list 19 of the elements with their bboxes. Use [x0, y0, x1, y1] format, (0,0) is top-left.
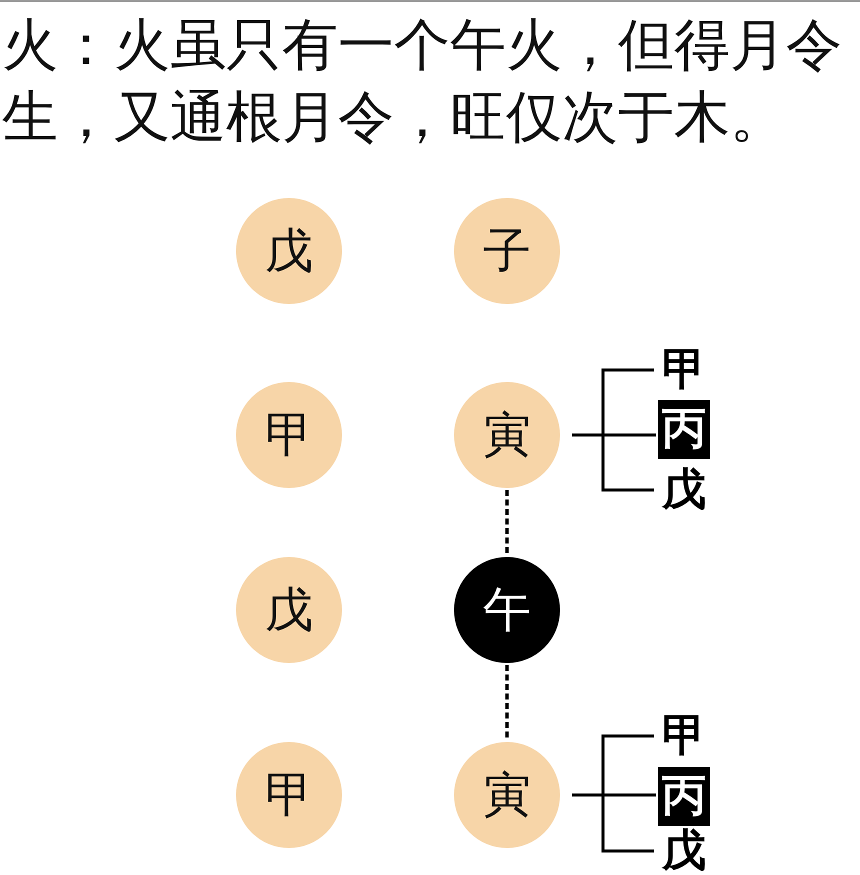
dotted-line [505, 490, 509, 555]
bracket-line [572, 434, 654, 492]
character-label: 甲 [656, 713, 712, 759]
bracket-line [572, 794, 654, 852]
character-label: 甲 [656, 347, 712, 393]
title-text: 火：火虽只有一个午火，但得月令生，又通根月令，旺仅次于木。 [2, 12, 843, 152]
character-circle: 甲 [236, 382, 342, 488]
character-circle: 寅 [454, 382, 560, 488]
character-circle: 寅 [454, 742, 560, 848]
character-label: 戊 [656, 828, 712, 874]
character-box: 丙 [658, 766, 710, 826]
character-label: 戊 [656, 467, 712, 513]
character-circle: 午 [454, 557, 560, 663]
dotted-line [505, 665, 509, 740]
character-circle: 戊 [236, 198, 342, 304]
character-circle: 子 [454, 198, 560, 304]
character-box: 丙 [658, 400, 710, 458]
character-circle: 甲 [236, 742, 342, 848]
character-circle: 戊 [236, 557, 342, 663]
